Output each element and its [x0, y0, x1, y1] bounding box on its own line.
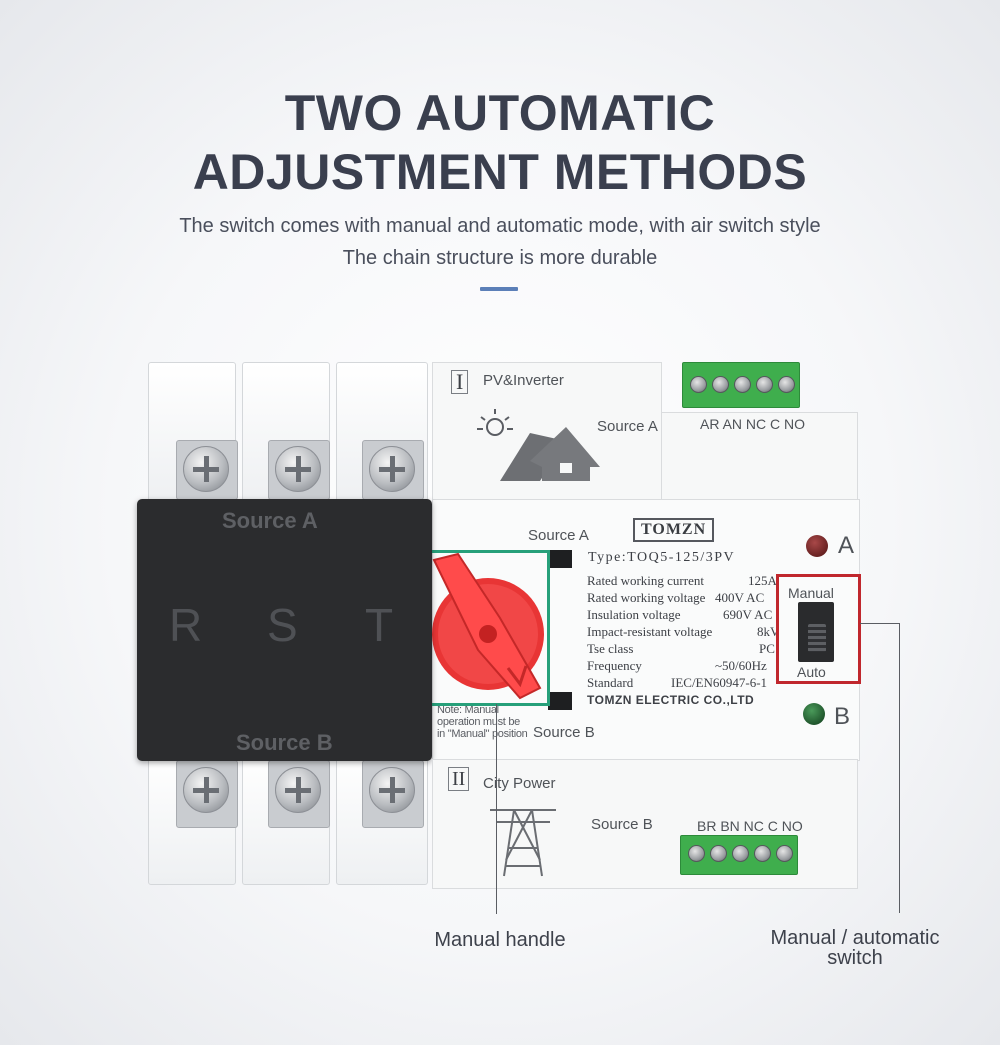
switch-callout-line-h: [860, 623, 900, 624]
phase-s: S: [267, 599, 298, 651]
terminal-screw-icon: [369, 767, 415, 813]
subtitle-line-2: The chain structure is more durable: [342, 247, 658, 269]
terminal-cover: [137, 499, 432, 761]
module-roman-i: I: [451, 370, 469, 394]
type-label: Type:TOQ5-125/3PV: [588, 550, 736, 565]
switch-callout-label-2: switch: [827, 947, 883, 969]
terminal-screw-icon: [183, 767, 229, 813]
panel-source-b: Source B: [533, 724, 595, 741]
brand-logo: TOMZN: [633, 518, 715, 542]
mode-switch-highlight: [776, 574, 861, 684]
title-line-1: TWO AUTOMATIC: [284, 85, 716, 141]
manual-handle[interactable]: [428, 552, 548, 704]
switch-lever[interactable]: [808, 624, 826, 652]
bottom-module-source: Source B: [591, 816, 653, 833]
terminal-screw-icon: [275, 446, 321, 492]
accent-divider: [480, 287, 518, 291]
terminal-screw-icon: [776, 845, 793, 862]
mode-switch[interactable]: [798, 602, 834, 662]
terminal-screw-icon: [712, 376, 729, 393]
company-name: TOMZN ELECTRIC CO.,LTD: [587, 693, 755, 707]
top-module-source: Source A: [597, 418, 658, 435]
switch-callout-line-v: [899, 623, 900, 913]
panel-source-a: Source A: [528, 527, 589, 544]
terminal-screw-icon: [688, 845, 705, 862]
handle-callout-line: [496, 704, 497, 914]
spec-table: Rated working current 125A Rated working…: [587, 573, 777, 690]
title-line-2: ADJUSTMENT METHODS: [192, 144, 808, 200]
led-a-label: A: [838, 532, 855, 559]
terminal-screw-icon: [690, 376, 707, 393]
terminal-screw-icon: [732, 845, 749, 862]
led-a-icon: [806, 535, 828, 557]
terminal-screw-icon: [183, 446, 229, 492]
terminal-screw-icon: [734, 376, 751, 393]
terminal-screw-icon: [710, 845, 727, 862]
handle-callout-label: Manual handle: [434, 929, 566, 951]
solar-house-icon: [477, 409, 600, 481]
bottom-terminal-labels: BR BN NC C NO: [697, 818, 803, 834]
phase-r: R: [169, 599, 203, 651]
manual-note: Note: Manual operation must be in "Manua…: [437, 704, 528, 740]
power-tower-icon: [490, 809, 556, 877]
terminal-screw-icon: [756, 376, 773, 393]
bottom-module-label: City Power: [483, 775, 556, 792]
subtitle-line-1: The switch comes with manual and automat…: [179, 215, 821, 237]
led-b-icon: [803, 703, 825, 725]
switch-manual-label: Manual: [788, 585, 834, 601]
top-terminal-labels: AR AN NC C NO: [700, 416, 806, 432]
switch-auto-label: Auto: [797, 664, 826, 680]
led-b-label: B: [834, 703, 851, 730]
switch-callout-label-1: Manual / automatic: [770, 927, 940, 949]
terminal-screw-icon: [369, 446, 415, 492]
top-module-label: PV&Inverter: [483, 372, 564, 389]
phase-t: T: [365, 599, 394, 651]
terminal-screw-icon: [275, 767, 321, 813]
cover-source-a: Source A: [222, 508, 318, 533]
terminal-screw-icon: [754, 845, 771, 862]
module-roman-ii: II: [448, 767, 470, 791]
terminal-screw-icon: [778, 376, 795, 393]
cover-source-b: Source B: [236, 730, 333, 755]
